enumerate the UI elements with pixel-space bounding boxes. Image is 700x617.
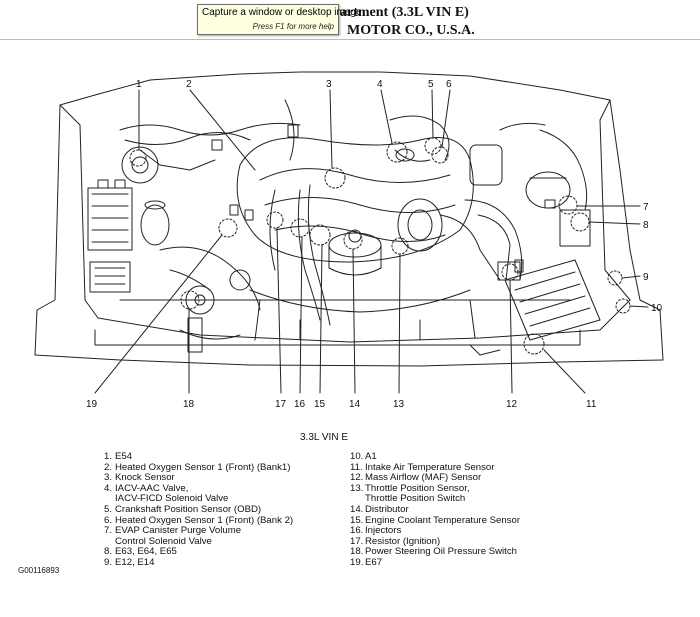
legend-item-continuation: Throttle Position Switch: [365, 493, 466, 505]
page-subtitle: MOTOR CO., U.S.A.: [347, 23, 475, 38]
legend-item-text: IACV-AAC Valve,: [115, 482, 189, 494]
engine-variant-label: 3.3L VIN E: [300, 432, 348, 443]
callout-4: 4: [377, 79, 383, 90]
legend-item: 11.Intake Air Temperature Sensor: [350, 461, 520, 474]
legend-item: 17.Resistor (Ignition): [350, 535, 520, 548]
header-divider: [0, 39, 700, 40]
legend-item: 19.E67: [350, 556, 520, 569]
legend-item-number: 1.: [103, 451, 112, 462]
callout-2: 2: [186, 79, 192, 90]
legend-item: 13.Throttle Position Sensor,: [350, 482, 520, 495]
callout-6: 6: [446, 79, 452, 90]
legend-item: 12.Mass Airflow (MAF) Sensor: [350, 472, 520, 484]
legend-item: 7.EVAP Canister Purge Volume: [100, 525, 293, 537]
legend-item-number: 16.: [350, 525, 364, 537]
legend-item-number: 13.: [350, 482, 364, 494]
legend-item: 2.Heated Oxygen Sensor 1 (Front) (Bank1): [100, 461, 293, 474]
legend-item-text: Intake Air Temperature Sensor: [365, 461, 495, 473]
legend-item-text: Power Steering Oil Pressure Switch: [365, 546, 517, 558]
legend-item-text: E63, E64, E65: [115, 546, 177, 558]
legend-item-number: 15.: [350, 514, 364, 526]
callout-9: 9: [643, 272, 649, 283]
legend-item-number: 3.: [103, 472, 112, 484]
legend-item-number: 8.: [103, 546, 112, 558]
legend-item: 15.Engine Coolant Temperature Sensor: [350, 514, 521, 527]
legend-item-text: Heated Oxygen Sensor 1 (Front) (Bank1): [115, 461, 291, 473]
legend-item-number: 7.: [103, 525, 112, 537]
legend-item: 1.E54: [100, 451, 293, 463]
legend-item-text: Crankshaft Position Sensor (OBD): [115, 503, 262, 515]
callout-3: 3: [326, 79, 332, 90]
legend-item-text: Mass Airflow (MAF) Sensor: [365, 472, 482, 484]
legend-item-number: 18.: [350, 546, 364, 558]
legend-item: 16.Injectors: [350, 525, 520, 537]
legend-item-number: 9.: [103, 556, 112, 568]
callout-10: 10: [651, 303, 663, 314]
callout-13: 13: [393, 399, 405, 410]
legend-item: 10.A1: [350, 451, 520, 463]
legend-item: 9.E12, E14: [100, 556, 293, 569]
legend-item-number: 19.: [350, 556, 364, 568]
legend-item-text: E12, E14: [115, 556, 155, 568]
legend-item-text: Distributor: [365, 503, 409, 515]
callout-1: 1: [136, 79, 142, 90]
legend-item-continuation: IACV-FICD Solenoid Valve: [115, 493, 229, 505]
tooltip-text: Capture a window or desktop image: [202, 7, 362, 18]
legend-item-text: Throttle Position Sensor,: [365, 482, 470, 494]
figure-code: G00116893: [18, 566, 60, 575]
legend-item: 18.Power Steering Oil Pressure Switch: [350, 547, 520, 558]
legend-item-number: 2.: [103, 461, 112, 473]
legend-item-number: 11.: [350, 461, 363, 473]
legend-item: 5.Crankshaft Position Sensor (OBD): [100, 503, 293, 516]
legend-item-text: Heated Oxygen Sensor 1 (Front) (Bank 2): [115, 514, 294, 526]
callout-19: 19: [86, 399, 98, 410]
callout-16: 16: [294, 399, 306, 410]
legend-item: 6.Heated Oxygen Sensor 1 (Front) (Bank 2…: [100, 514, 294, 527]
legend-item: 4.IACV-AAC Valve,: [100, 482, 293, 495]
callout-8: 8: [643, 220, 649, 231]
legend-item-number: 17.: [350, 535, 364, 547]
legend-item-text: EVAP Canister Purge Volume: [115, 525, 242, 537]
callout-17: 17: [275, 399, 287, 410]
callout-5: 5: [428, 79, 434, 90]
page-title: artment (3.3L VIN E): [340, 5, 469, 20]
legend-item-text: Injectors: [365, 525, 402, 537]
callout-12: 12: [506, 399, 518, 410]
legend-item: 14.Distributor: [350, 503, 520, 516]
callout-labels: 1 2 3 4 5 6 7 8 9 10 11 12 13 14 15 16 1…: [86, 79, 663, 410]
legend-item-continuation: Control Solenoid Valve: [115, 535, 212, 547]
legend-item-text: Resistor (Ignition): [365, 535, 441, 547]
legend-item-text: E67: [365, 556, 383, 568]
legend-item-text: E54: [115, 451, 133, 462]
legend-item: 3.Knock Sensor: [100, 472, 293, 484]
tooltip: Capture a window or desktop image Press …: [197, 4, 362, 35]
legend-item: 8.E63, E64, E65: [100, 547, 293, 558]
legend-item-number: 12.: [350, 472, 364, 484]
callout-11: 11: [586, 399, 597, 410]
legend-item-number: 14.: [350, 503, 364, 515]
legend-item-text: Knock Sensor: [115, 472, 175, 484]
callout-14: 14: [349, 399, 361, 410]
legend-item-number: 6.: [103, 514, 112, 526]
legend-item-number: 4.: [103, 482, 112, 494]
tooltip-hint: Press F1 for more help: [252, 22, 334, 31]
legend-item-text: Engine Coolant Temperature Sensor: [365, 514, 521, 526]
legend-item-number: 10.: [350, 451, 364, 462]
callout-7: 7: [643, 202, 649, 213]
callout-15: 15: [314, 399, 326, 410]
legend-item-text: A1: [365, 451, 377, 462]
legend-item-number: 5.: [103, 503, 112, 515]
callout-18: 18: [183, 399, 195, 410]
